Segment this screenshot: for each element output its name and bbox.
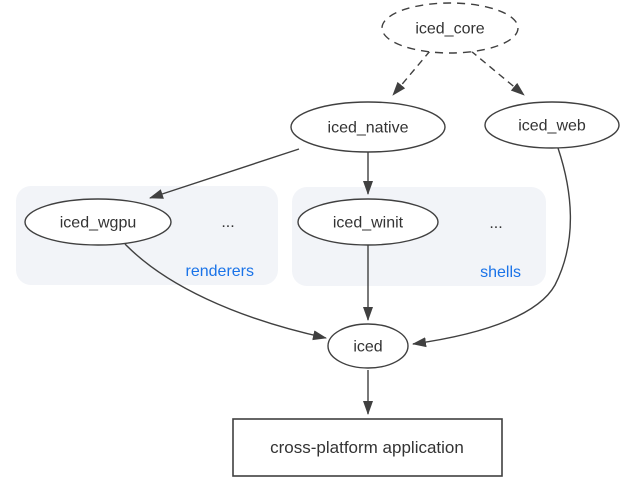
node-iced-core-label: iced_core	[415, 21, 484, 38]
node-iced-web	[484, 101, 620, 149]
shells-group-label: shells	[480, 264, 521, 281]
edge-web-to-iced	[412, 147, 572, 348]
node-iced-winit-label: iced_winit	[333, 215, 404, 232]
node-iced-native	[290, 101, 446, 153]
node-iced	[327, 323, 409, 369]
node-application-label: cross-platform application	[270, 438, 464, 457]
edge-core-to-native	[392, 50, 431, 96]
renderers-ellipsis: ...	[221, 214, 234, 231]
node-iced-core	[381, 2, 519, 54]
edge-native-to-wgpu	[149, 148, 300, 199]
node-iced-label: iced	[353, 339, 382, 356]
node-iced-wgpu-label: iced_wgpu	[60, 215, 137, 232]
shells-ellipsis: ...	[489, 215, 502, 232]
node-iced-wgpu	[24, 198, 172, 246]
edge-wgpu-to-iced	[124, 243, 327, 341]
node-iced-native-label: iced_native	[328, 120, 409, 137]
node-iced-web-label: iced_web	[518, 118, 586, 135]
node-iced-winit	[297, 198, 439, 246]
edge-core-to-web	[470, 50, 525, 96]
node-application-box	[232, 418, 503, 477]
renderers-group-label: renderers	[186, 263, 254, 280]
